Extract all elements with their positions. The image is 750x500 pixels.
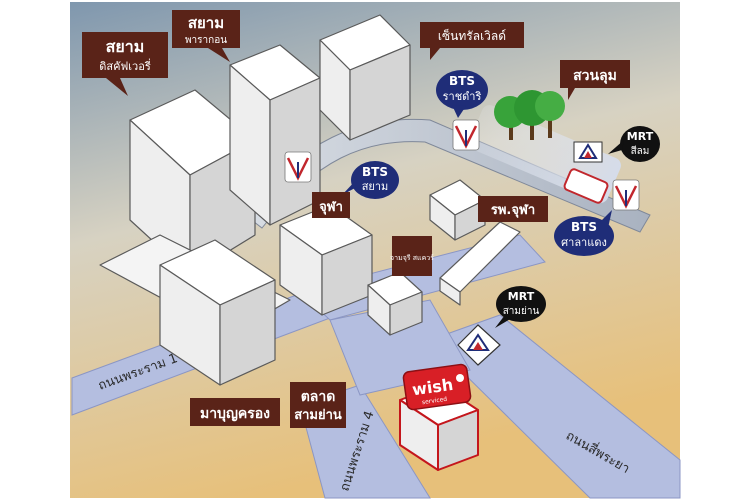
station-mrt-samyan-line1: MRT bbox=[508, 290, 535, 303]
station-mrt-samyan[interactable]: MRT สามย่าน bbox=[495, 286, 546, 328]
bts-rail bbox=[244, 105, 651, 233]
label-siam-discovery-line1: สยาม bbox=[106, 37, 145, 56]
label-siam-discovery-line2: ดิสคัฟเวอรี่ bbox=[99, 58, 151, 73]
station-mrt-silom-line1: MRT bbox=[627, 130, 654, 143]
mrt-logo-silom bbox=[573, 141, 603, 163]
building-siam-paragon bbox=[229, 44, 321, 226]
building-chula-hospital bbox=[439, 221, 521, 306]
label-chamchuri-text: จามจุรี สแควร์ bbox=[390, 254, 434, 262]
station-bts-siam-line2: สยาม bbox=[362, 180, 389, 193]
road-siphraya bbox=[429, 314, 681, 499]
station-bts-salaadaeng[interactable]: BTS ศาลาแดง bbox=[554, 210, 614, 256]
wish-marker[interactable]: wish serviced bbox=[402, 363, 472, 411]
label-market-line1: ตลาด bbox=[301, 389, 336, 405]
tree bbox=[535, 91, 565, 121]
label-mahboonkrong-text: มาบุญครอง bbox=[200, 406, 270, 422]
label-central-world[interactable]: เซ็นทรัลเวิลด์ bbox=[420, 22, 524, 60]
label-chula-hospital-text: รพ.จุฬา bbox=[491, 203, 535, 218]
label-mahboonkrong[interactable]: มาบุญครอง bbox=[190, 398, 280, 426]
building-chula bbox=[279, 204, 373, 316]
label-siam-discovery[interactable]: สยาม ดิสคัฟเวอรี่ bbox=[82, 32, 168, 96]
station-bts-siam-line1: BTS bbox=[362, 165, 388, 179]
label-siam-paragon[interactable]: สยาม พารากอน bbox=[172, 10, 240, 62]
label-suan-lum[interactable]: สวนลุม bbox=[560, 60, 630, 100]
label-central-world-text: เซ็นทรัลเวิลด์ bbox=[438, 28, 506, 43]
mrt-logo-samyan bbox=[457, 324, 501, 366]
bts-logo-siam bbox=[284, 151, 312, 183]
label-siam-paragon-line2: พารากอน bbox=[185, 35, 227, 46]
station-bts-ratchadamri-line2: ราชดำริ bbox=[443, 90, 482, 103]
buildings bbox=[99, 14, 521, 471]
bts-logo-ratchadamri bbox=[452, 119, 480, 151]
label-chula-hospital[interactable]: รพ.จุฬา bbox=[478, 196, 548, 222]
station-bts-ratchadamri[interactable]: BTS ราชดำริ bbox=[436, 70, 488, 118]
building-central-world bbox=[319, 14, 411, 141]
label-market-line2: สามย่าน bbox=[294, 408, 342, 423]
label-suan-lum-text: สวนลุม bbox=[573, 68, 617, 84]
label-market[interactable]: ตลาด สามย่าน bbox=[290, 382, 346, 428]
building-chamchuri bbox=[367, 271, 423, 336]
bts-logo-salaadaeng bbox=[612, 179, 640, 211]
label-chula[interactable]: จุฬา bbox=[312, 192, 350, 218]
station-bts-salaadaeng-line2: ศาลาแดง bbox=[561, 236, 607, 249]
wish-dot-icon bbox=[456, 374, 464, 382]
label-chamchuri[interactable]: จามจุรี สแควร์ bbox=[390, 236, 434, 276]
station-bts-ratchadamri-line1: BTS bbox=[449, 74, 475, 88]
building-small bbox=[429, 179, 486, 241]
label-chula-text: จุฬา bbox=[319, 200, 343, 215]
label-siam-paragon-line1: สยาม bbox=[188, 14, 224, 32]
station-bts-salaadaeng-line1: BTS bbox=[571, 220, 597, 234]
station-mrt-silom-line2: สีลม bbox=[631, 145, 650, 157]
station-bts-siam[interactable]: BTS สยาม bbox=[342, 161, 399, 199]
wish-tagline: serviced bbox=[422, 396, 448, 406]
building-siam-center bbox=[159, 239, 276, 386]
wish-sign bbox=[402, 363, 472, 411]
trees bbox=[494, 90, 565, 140]
station-mrt-silom[interactable]: MRT สีลม bbox=[608, 126, 660, 162]
train-front bbox=[563, 168, 609, 204]
station-mrt-samyan-line2: สามย่าน bbox=[503, 306, 540, 317]
